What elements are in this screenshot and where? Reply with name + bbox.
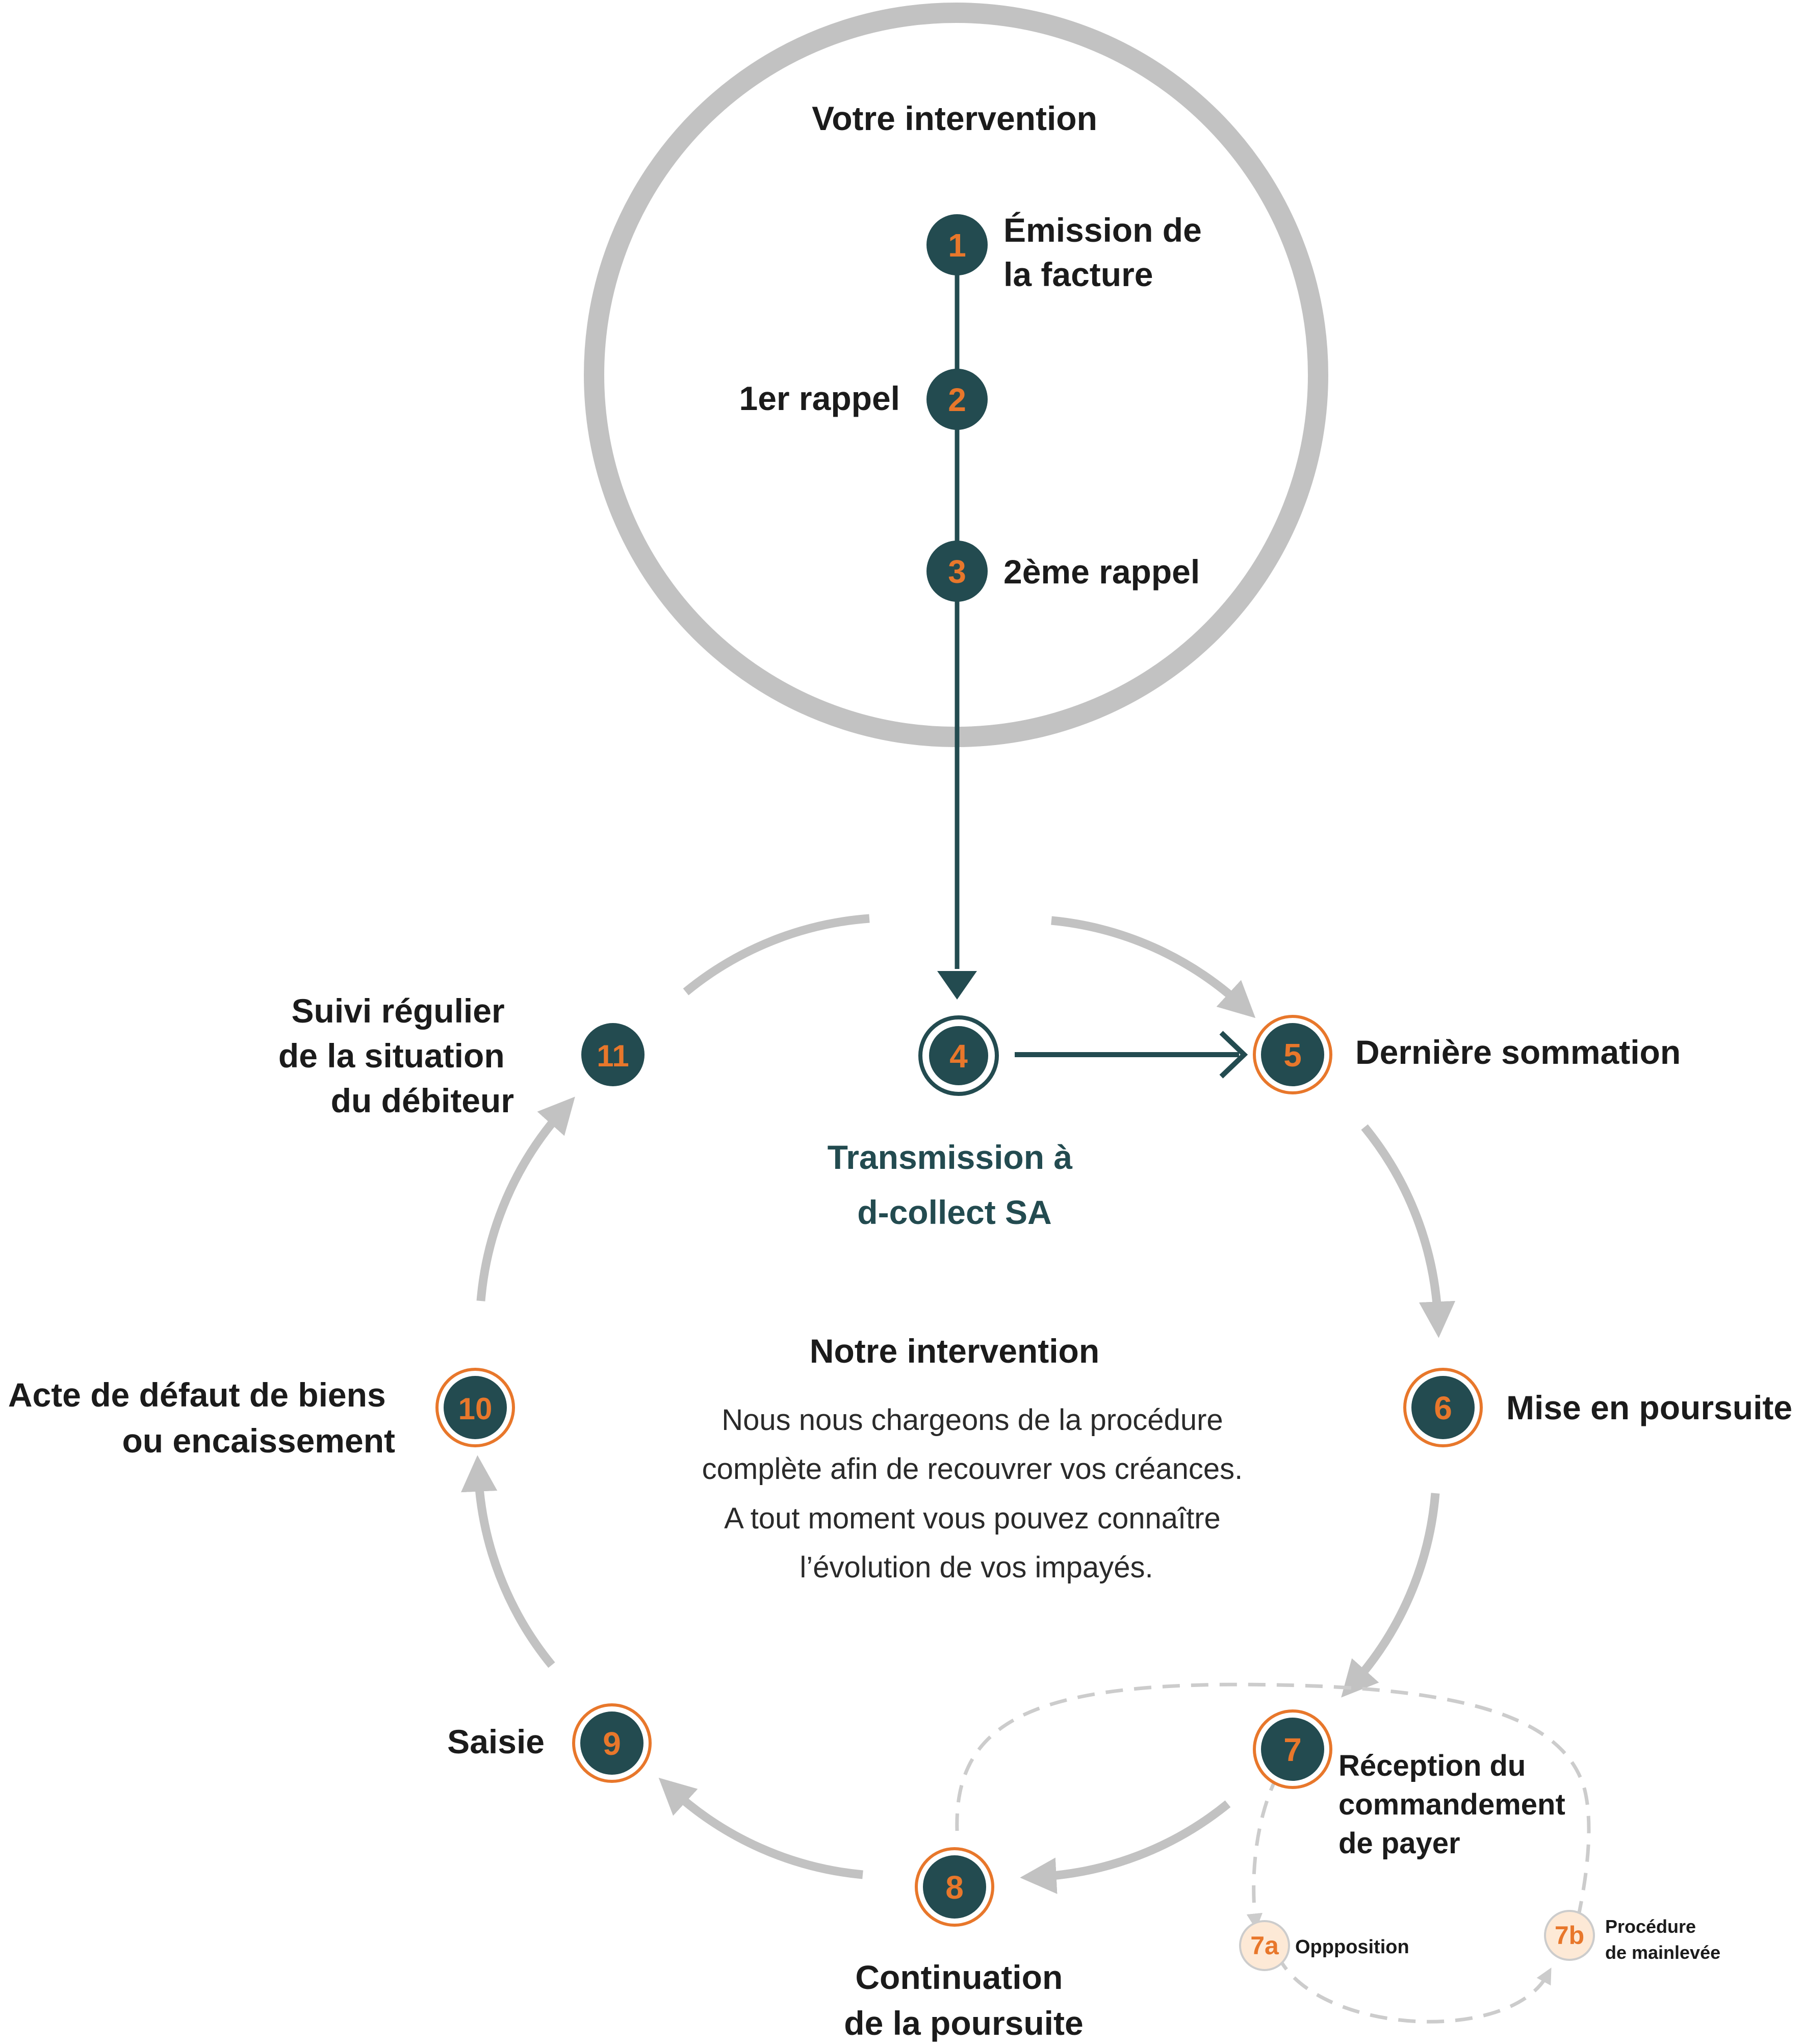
svg-text:9: 9 — [603, 1725, 621, 1762]
step-3-label: 2ème rappel — [1003, 553, 1200, 591]
step-9-label: Saisie — [447, 1723, 545, 1760]
down-arrowhead — [937, 971, 977, 1000]
step-3-node: 3 — [926, 541, 988, 602]
svg-text:10: 10 — [458, 1392, 493, 1426]
svg-text:1: 1 — [948, 227, 966, 264]
step-11-node: 11 — [581, 1023, 645, 1086]
step-8-node: 8 — [915, 1847, 994, 1927]
arc-9-to-10 — [460, 1455, 555, 1668]
arc-top-right — [1051, 916, 1256, 1018]
client-phase-title: Votre intervention — [812, 99, 1097, 137]
svg-text:7a: 7a — [1250, 1931, 1279, 1960]
step-4-label: Transmission à d-collect SA — [828, 1138, 1082, 1231]
step-8-label: Continuation de la poursuite — [844, 1958, 1083, 2042]
dashed-loop-top — [955, 1682, 1591, 1918]
arc-5-to-6 — [1361, 1124, 1456, 1338]
svg-text:4: 4 — [949, 1038, 968, 1075]
step-6-node: 6 — [1403, 1368, 1483, 1447]
step-7b-label: Procédure de mainlevée — [1605, 1916, 1720, 1963]
svg-text:6: 6 — [1434, 1390, 1452, 1426]
arrow-4-to-5-head — [1219, 1031, 1248, 1079]
step-11-label: Suivi régulier de la situation du débite… — [278, 992, 514, 1119]
step-1-label: Émission de la facture — [1003, 211, 1211, 293]
step-7-label: Réception du commandement de payer — [1338, 1749, 1574, 1860]
step-1-node: 1 — [926, 214, 988, 275]
step-2-label: 1er rappel — [739, 379, 900, 417]
step-7a-node: 7a — [1239, 1920, 1290, 1971]
step-7b-node: 7b — [1544, 1910, 1595, 1961]
svg-text:2: 2 — [948, 381, 966, 418]
arc-10-to-11 — [476, 1096, 575, 1301]
arc-top-left — [683, 914, 870, 995]
arc-7-to-8 — [1020, 1800, 1231, 1894]
dashed-arrow-to-7b — [1275, 1954, 1552, 2024]
step-2-node: 2 — [926, 369, 988, 430]
step-6-label: Mise en poursuite — [1506, 1389, 1792, 1426]
svg-text:3: 3 — [948, 553, 966, 590]
step-5-label: Dernière sommation — [1355, 1033, 1681, 1071]
center-description: Nous nous chargeons de la procédure comp… — [702, 1403, 1251, 1584]
arc-6-to-7 — [1341, 1493, 1440, 1698]
dashed-arrow-to-7a — [1246, 1749, 1294, 1930]
svg-text:7: 7 — [1283, 1731, 1302, 1768]
svg-text:8: 8 — [945, 1869, 964, 1906]
step-7-node: 7 — [1253, 1709, 1332, 1789]
center-title: Notre intervention — [810, 1332, 1099, 1370]
step-10-label: Acte de défaut de biens ou encaissement — [8, 1376, 395, 1460]
svg-text:11: 11 — [597, 1039, 629, 1073]
step-7a-label: Oppposition — [1295, 1936, 1409, 1958]
step-10-node: 10 — [435, 1368, 515, 1447]
svg-text:5: 5 — [1283, 1037, 1302, 1074]
step-4-node: 4 — [918, 1015, 999, 1096]
step-9-node: 9 — [572, 1703, 652, 1783]
svg-text:7b: 7b — [1555, 1921, 1584, 1950]
step-5-node: 5 — [1253, 1015, 1332, 1094]
arc-8-to-9 — [658, 1777, 863, 1879]
